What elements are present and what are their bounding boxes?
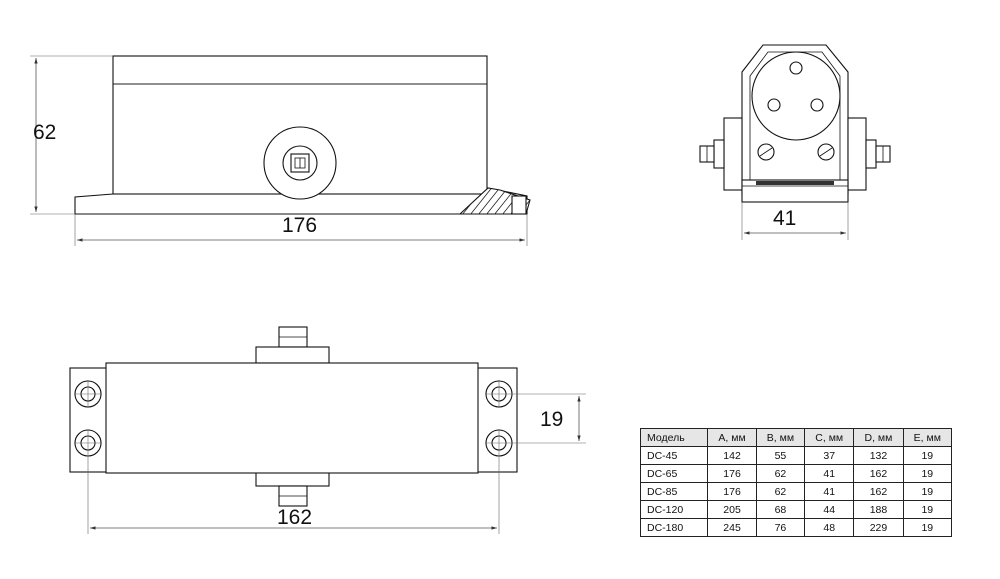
- front-view-hole-right: [810, 98, 824, 112]
- table-cell: DC-120: [639, 500, 709, 519]
- table-cell: 245: [707, 518, 757, 537]
- top-view-hole-bottom-left: [74, 429, 102, 457]
- top-view: 19 162: [69, 326, 586, 534]
- table-cell: 162: [853, 482, 904, 501]
- table-cell: 132: [853, 446, 904, 465]
- front-view: 41: [699, 44, 891, 240]
- table-cell: 41: [804, 464, 855, 483]
- table-header-e: E, мм: [902, 428, 953, 447]
- table-header-row: Модель A, мм B, мм C, мм D, мм E, мм: [639, 428, 953, 447]
- table-cell: 229: [853, 518, 904, 537]
- top-view-hole-top-right: [485, 380, 513, 408]
- height-dimension-label: 62: [33, 121, 56, 144]
- side-view: 62 176: [30, 55, 531, 246]
- table-cell: 68: [755, 500, 806, 519]
- table-cell: 37: [804, 446, 855, 465]
- top-view-body: [105, 362, 479, 474]
- front-view-spindle-block-left: [723, 117, 743, 191]
- table-cell: 19: [902, 482, 953, 501]
- front-view-hole-left: [767, 98, 781, 112]
- table-header-c: C, мм: [804, 428, 855, 447]
- top-view-spindle-block-top: [255, 346, 330, 364]
- table-cell: 62: [755, 482, 806, 501]
- table-row: DC-120 205 68 44 188 19: [639, 500, 953, 519]
- table-row: DC-180 245 76 48 229 19: [639, 518, 953, 537]
- table-cell: 19: [902, 518, 953, 537]
- table-header-d: D, мм: [853, 428, 904, 447]
- front-view-spindle-block-right: [847, 117, 867, 191]
- front-view-hole-top: [789, 61, 803, 75]
- table-cell: 19: [902, 464, 953, 483]
- table-header-model: Модель: [639, 428, 709, 447]
- table-cell: 176: [707, 464, 757, 483]
- spacing-dimension-label: 19: [540, 408, 563, 431]
- table-cell: 19: [902, 500, 953, 519]
- table-cell: 142: [707, 446, 757, 465]
- table-cell: 188: [853, 500, 904, 519]
- table-cell: DC-45: [639, 446, 709, 465]
- table-cell: 41: [804, 482, 855, 501]
- table-cell: 44: [804, 500, 855, 519]
- length-dimension-label: 176: [282, 214, 317, 237]
- table-cell: 76: [755, 518, 806, 537]
- top-view-hole-top-left: [74, 380, 102, 408]
- table-cell: 62: [755, 464, 806, 483]
- table-row: DC-45 142 55 37 132 19: [639, 446, 953, 465]
- table-header-b: B, мм: [755, 428, 806, 447]
- top-view-hole-bottom-right: [485, 429, 513, 457]
- width-dimension-label: 41: [773, 207, 796, 230]
- top-view-spindle-block-bottom: [255, 471, 330, 487]
- table-cell: DC-85: [639, 482, 709, 501]
- table-cell: 19: [902, 446, 953, 465]
- table-cell: DC-65: [639, 464, 709, 483]
- table-cell: 205: [707, 500, 757, 519]
- table-cell: 55: [755, 446, 806, 465]
- table-cell: DC-180: [639, 518, 709, 537]
- table-cell: 162: [853, 464, 904, 483]
- front-view-end-face: [751, 51, 841, 141]
- table-header-a: A, мм: [707, 428, 757, 447]
- table-cell: 48: [804, 518, 855, 537]
- table-cell: 176: [707, 482, 757, 501]
- model-spec-table: Модель A, мм B, мм C, мм D, мм E, мм DC-…: [639, 428, 953, 537]
- hole-distance-dimension-label: 162: [277, 506, 312, 529]
- table-row: DC-65 176 62 41 162 19: [639, 464, 953, 483]
- table-row: DC-85 176 62 41 162 19: [639, 482, 953, 501]
- front-view-base: [741, 179, 849, 203]
